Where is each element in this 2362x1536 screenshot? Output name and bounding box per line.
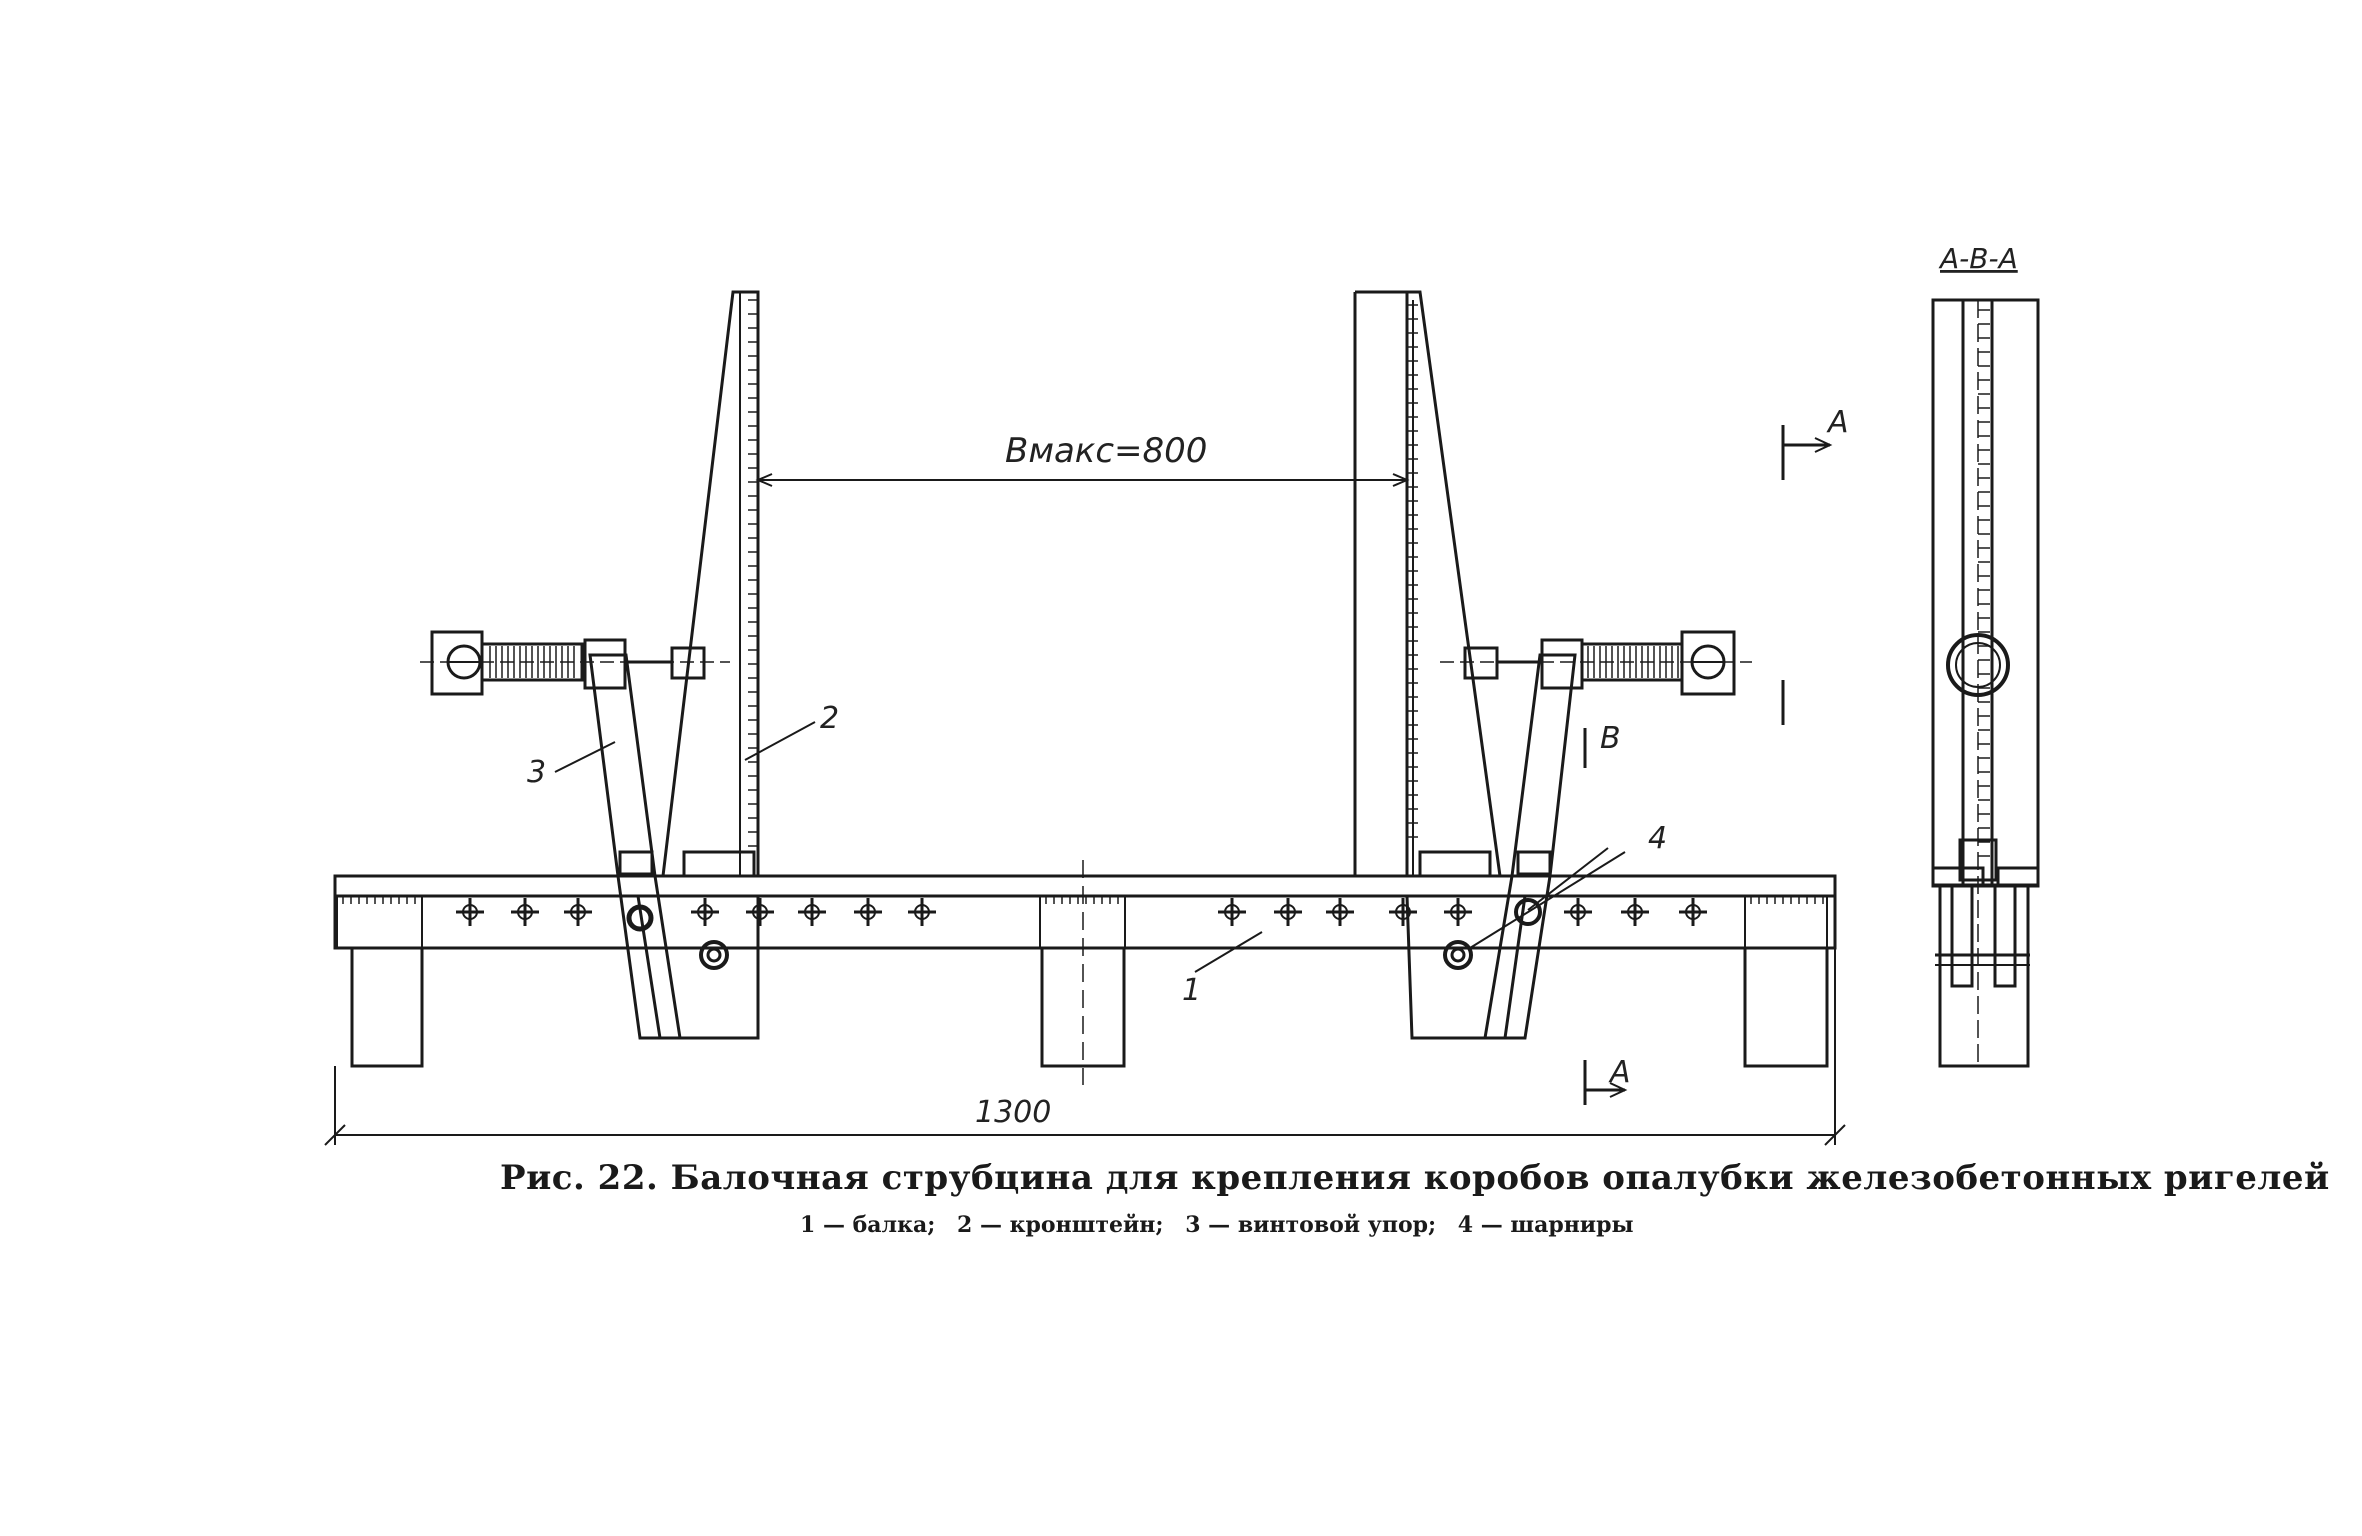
section-marks <box>1583 425 1833 1105</box>
figure-legend: 1 — балка; 2 — кронштейн; 3 — винтовой у… <box>800 1212 1800 1238</box>
legend-item-3: 3 — винтовой упор; <box>1185 1212 1437 1238</box>
callout-2: 2 <box>820 701 839 736</box>
right-screw-stop <box>1440 630 1752 1040</box>
section-title: А-В-А <box>1938 242 2018 275</box>
right-bracket <box>1353 290 1527 1040</box>
left-bracket <box>636 290 760 1040</box>
figure-caption: Рис. 22. Балочная струбцина для креплени… <box>500 1158 2330 1198</box>
hinges <box>626 898 1542 970</box>
callout-3: 3 <box>527 755 546 790</box>
section-mark-b: В <box>1600 721 1621 756</box>
dimension-width-label: Вмакс=800 <box>1005 431 1207 471</box>
callout-4: 4 <box>1648 821 1667 856</box>
leader-lines <box>554 721 1626 973</box>
left-screw-stop <box>420 630 730 1040</box>
beam <box>333 860 1837 1085</box>
legend-item-2: 2 — кронштейн; <box>957 1212 1164 1238</box>
section-view <box>1931 298 2040 1068</box>
legend-item-4: 4 — шарниры <box>1457 1212 1634 1238</box>
section-mark-a-top: А <box>1826 405 1849 440</box>
legend-item-1: 1 — балка; <box>800 1212 936 1238</box>
dimension-lines <box>324 473 1846 1146</box>
beam-holes <box>456 898 1707 926</box>
section-mark-a-bottom: А <box>1608 1055 1631 1090</box>
dimension-length-label: 1300 <box>975 1095 1051 1130</box>
callout-1: 1 <box>1182 973 1201 1008</box>
